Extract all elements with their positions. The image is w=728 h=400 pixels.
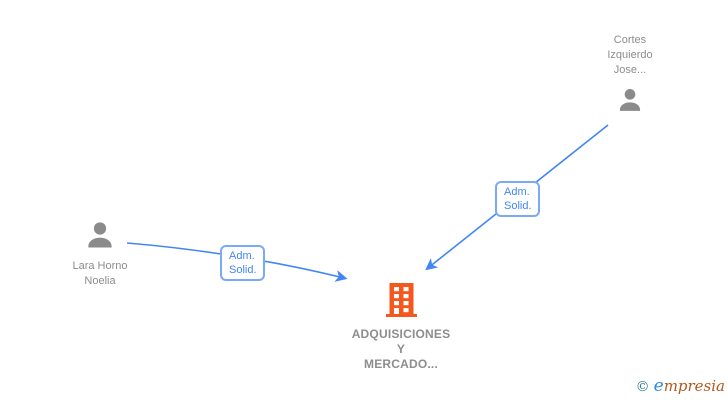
node-person-cortes[interactable]: Cortes Izquierdo Jose...: [570, 33, 690, 118]
company-name-line: MERCADO...: [364, 357, 438, 371]
person-name-line: Noelia: [84, 275, 116, 287]
edge-label-line: Solid.: [504, 200, 532, 212]
node-company[interactable]: ADQUISICIONES Y MERCADO...: [331, 283, 471, 372]
copyright-symbol: ©: [635, 379, 650, 395]
node-person-lara[interactable]: Lara Horno Noelia: [40, 220, 160, 289]
person-name-line: Cortes: [613, 34, 647, 46]
edge-label-line: Solid.: [229, 264, 257, 276]
person-name-label: Lara Horno Noelia: [72, 259, 127, 289]
company-name-line: Y: [396, 342, 406, 356]
person-icon: [617, 87, 643, 118]
edge-label-line: Adm.: [504, 186, 530, 198]
person-name-line: Jose...: [613, 64, 647, 76]
company-building-icon: [385, 283, 417, 322]
brand-letter-e: e: [653, 376, 664, 396]
person-name-label: Cortes Izquierdo Jose...: [607, 33, 652, 78]
edge-label-adm-solid-right[interactable]: Adm. Solid.: [495, 181, 540, 217]
edge-label-line: Adm.: [229, 250, 255, 262]
person-icon: [85, 220, 115, 255]
edge-label-adm-solid-left[interactable]: Adm. Solid.: [220, 245, 265, 281]
company-name-label: ADQUISICIONES Y MERCADO...: [352, 327, 451, 372]
person-name-line: Izquierdo: [607, 49, 653, 61]
person-name-line: Lara Horno: [72, 260, 128, 272]
empresia-logo[interactable]: ©empresia: [636, 376, 725, 396]
brand-rest: mpresia: [663, 377, 725, 395]
company-name-line: ADQUISICIONES: [351, 327, 451, 341]
